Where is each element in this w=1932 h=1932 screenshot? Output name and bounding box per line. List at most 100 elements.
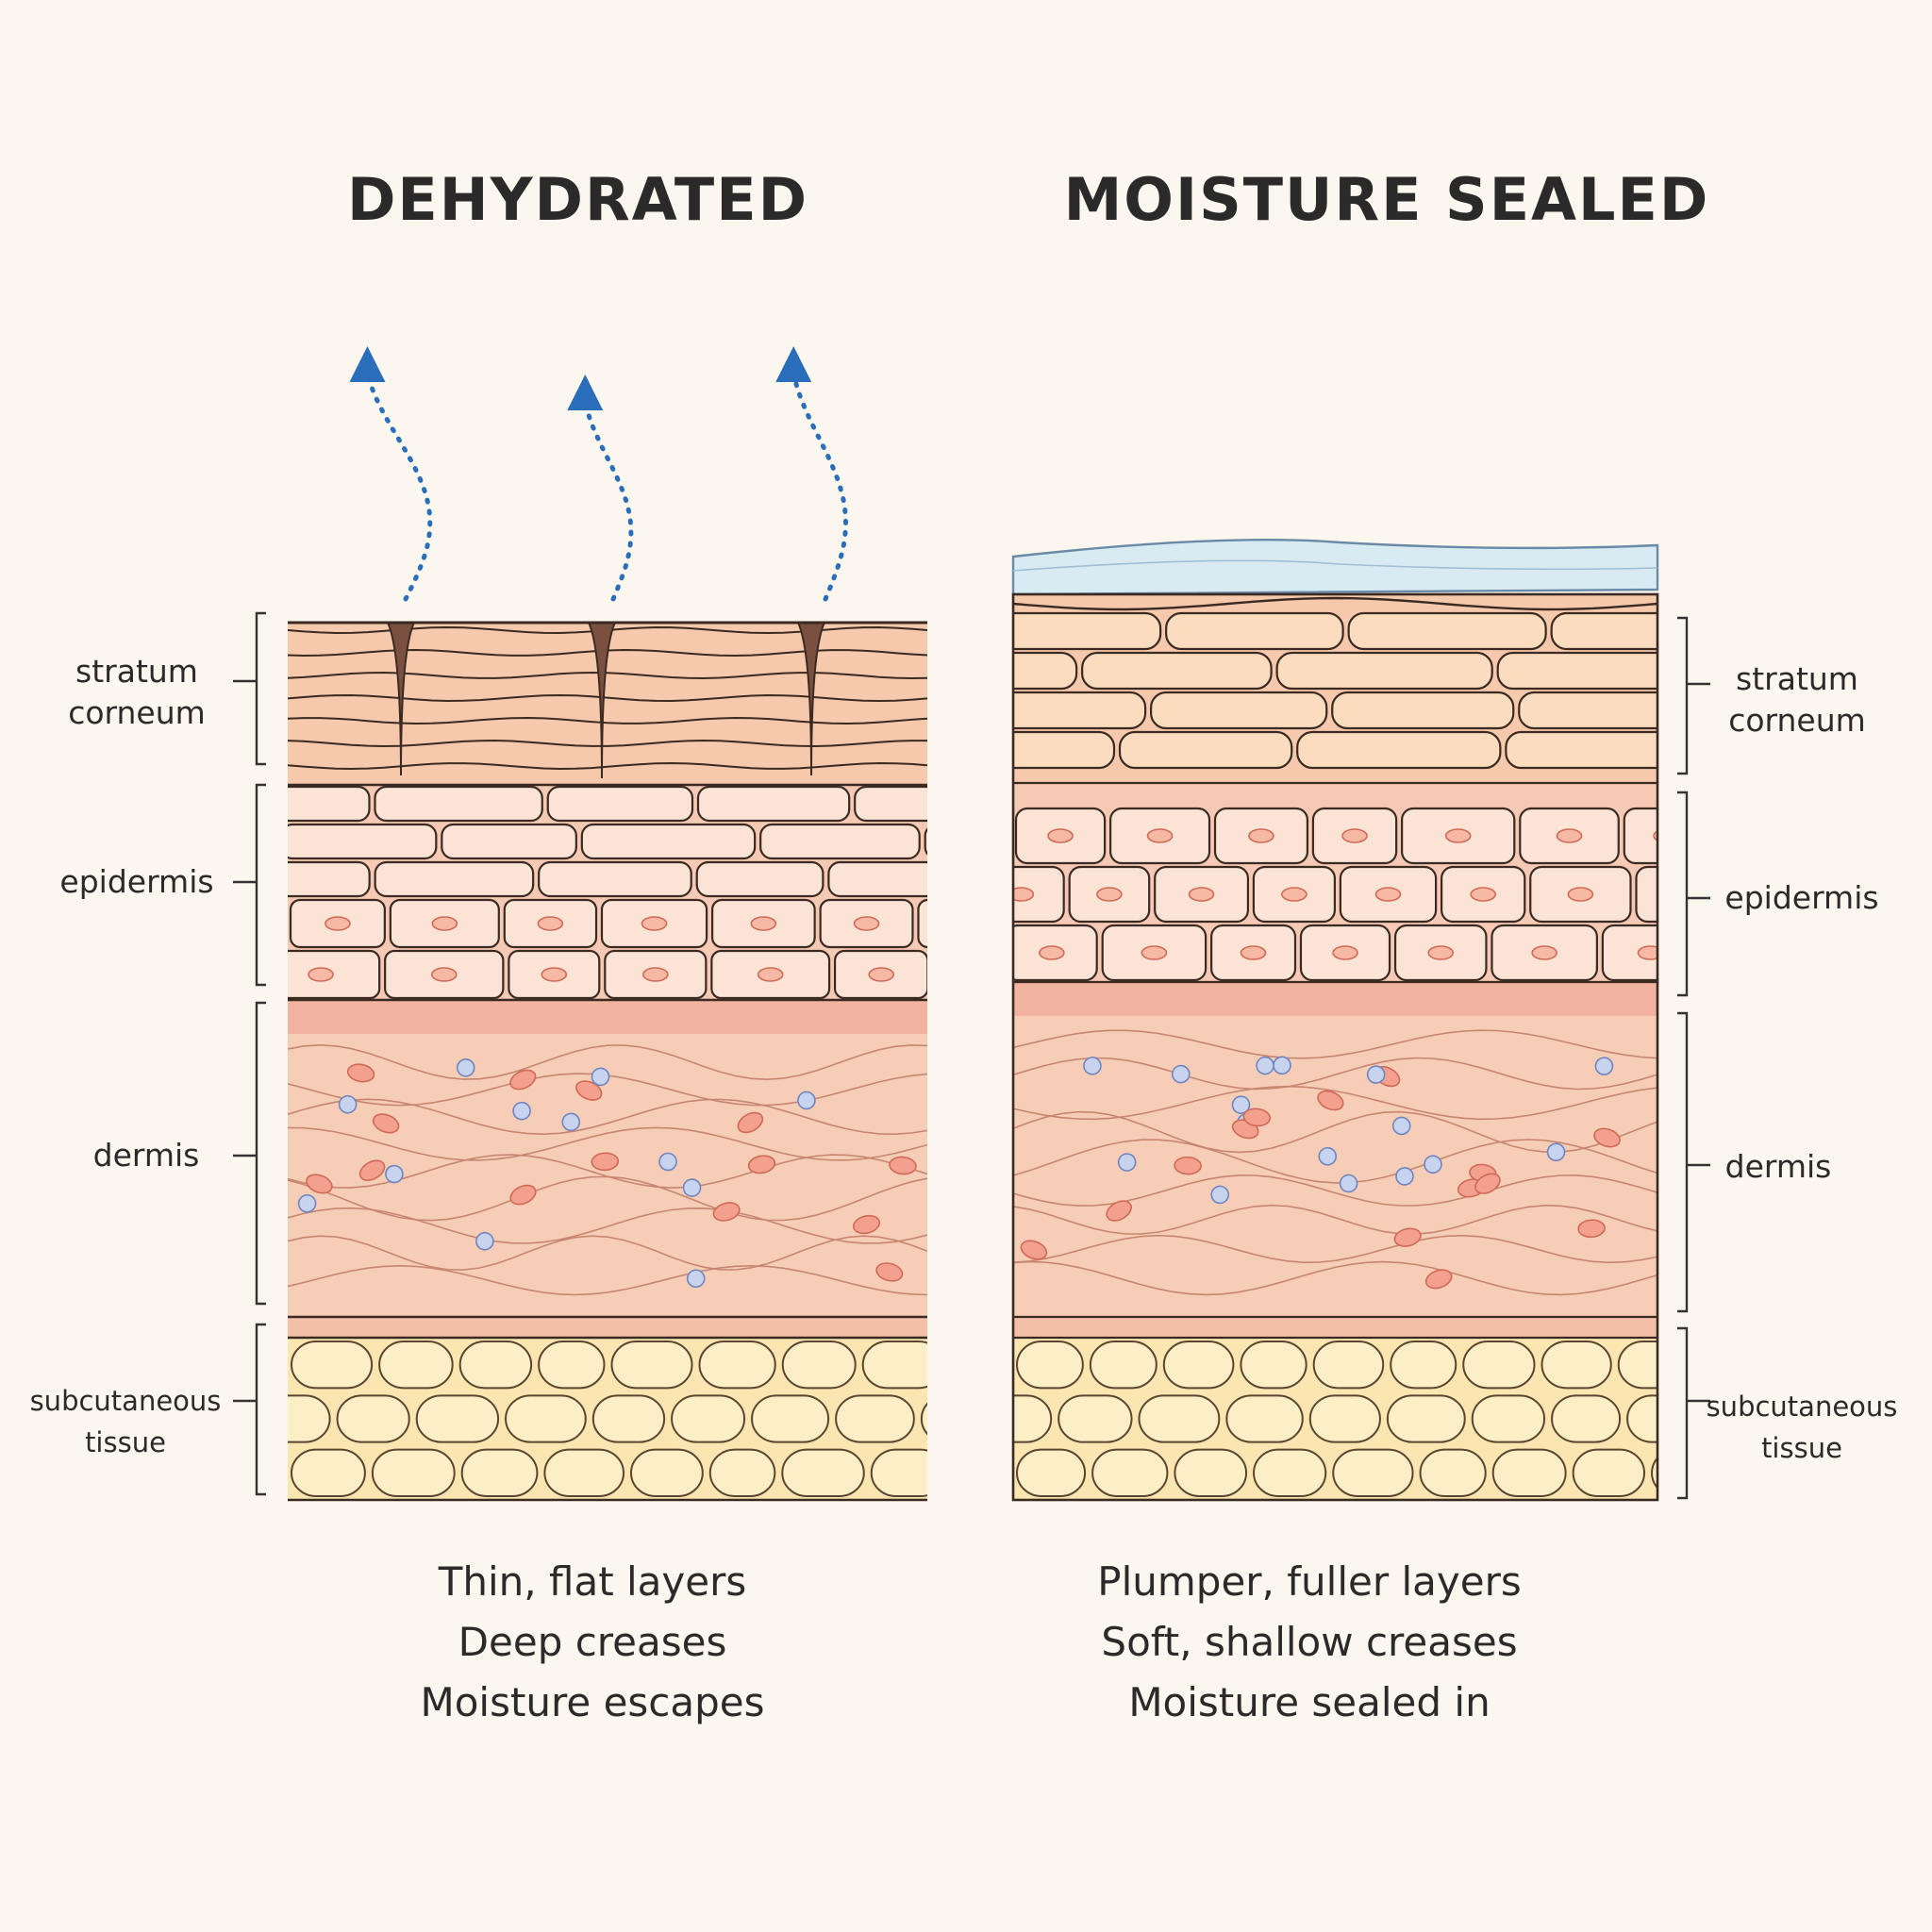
cell [1013, 865, 1065, 924]
right-label-dermis: dermis [1724, 1148, 1832, 1185]
cell [288, 785, 371, 823]
cell [441, 823, 577, 860]
fat-cell [291, 1448, 366, 1497]
cell [759, 823, 921, 860]
fat-cell [371, 1448, 456, 1497]
blood-cell-red [306, 1174, 333, 1194]
cell [1150, 691, 1328, 730]
blood-cell-blue [591, 1067, 610, 1087]
blood-cell-red [1020, 1240, 1048, 1260]
blood-cell-blue [385, 1164, 404, 1184]
right-label-stratum-corneum: stratum corneum [1728, 660, 1866, 739]
flat-layer-line [288, 739, 927, 748]
fat-cell [671, 1394, 746, 1443]
bracket [255, 1001, 266, 1306]
fat-cell [1419, 1448, 1487, 1497]
blood-cell-blue [512, 1101, 531, 1121]
collagen-fiber [288, 1098, 927, 1136]
cell-nucleus [642, 967, 669, 982]
fat-cell [781, 1341, 857, 1390]
deep-crease [587, 622, 617, 779]
fat-cell [1225, 1394, 1304, 1443]
blood-cell-red [1474, 1173, 1501, 1194]
dehydrated-title: DEHYDRATED [346, 165, 809, 234]
collagen-fiber [1013, 1204, 1657, 1236]
collagen-fiber [288, 1175, 927, 1222]
collagen-fiber [1013, 1234, 1657, 1264]
fat-cell [460, 1448, 539, 1497]
bracket [1677, 791, 1689, 997]
cell-rows [1013, 611, 1657, 770]
collagen-fiber [1013, 1057, 1657, 1091]
blood-cell-blue [1594, 1057, 1614, 1075]
flat-layer-line [288, 693, 927, 703]
arrow-head [775, 346, 812, 382]
cell-nucleus [757, 967, 784, 982]
deep-crease [386, 622, 416, 776]
fat-cell [1572, 1448, 1646, 1497]
blood-cell-red [852, 1214, 881, 1235]
blood-cell-blue [1273, 1056, 1291, 1075]
cell [538, 860, 692, 898]
cell-nucleus [325, 916, 351, 931]
fat-cell [591, 1394, 666, 1443]
blood-cell-blue [797, 1091, 816, 1110]
cell [1013, 611, 1162, 651]
cell [917, 898, 927, 949]
dehydrated-caption-line-1: Thin, flat layers [438, 1558, 747, 1605]
moisture-dotted-path [791, 370, 849, 602]
blood-cell-red [1424, 1269, 1453, 1290]
blood-cell-red [712, 1202, 741, 1222]
flat-layer-line [288, 716, 927, 725]
fat-cell [1162, 1341, 1235, 1390]
blood-cell-blue [1117, 1153, 1137, 1172]
arrow-head [567, 375, 604, 410]
fat-cell [538, 1341, 606, 1390]
blood-cell-blue [338, 1094, 358, 1114]
blood-cell-blue [1395, 1167, 1414, 1186]
panel-outline [1011, 592, 1659, 1502]
cell-nucleus [1427, 945, 1455, 960]
fat-cell [415, 1394, 500, 1443]
cell [924, 827, 927, 856]
moisture-dotted-path [582, 398, 634, 602]
collagen-fiber [288, 1126, 927, 1161]
moisture-dotted-path [365, 370, 433, 602]
blood-cell-red [737, 1111, 764, 1134]
blood-cell-red [1593, 1127, 1621, 1148]
cell-nucleus [1341, 828, 1368, 843]
dehydrated-caption-line-3: Moisture escapes [420, 1679, 765, 1725]
fat-cell [781, 1448, 865, 1497]
bracket [1677, 1011, 1689, 1313]
cell-nucleus [1556, 828, 1583, 843]
cell-nucleus [537, 916, 564, 931]
cell-nucleus [1281, 887, 1307, 902]
fat-border-band [1013, 1317, 1657, 1338]
cell [1296, 730, 1502, 770]
cell [1496, 651, 1657, 691]
blood-cell-red [346, 1063, 375, 1083]
blood-cell-blue [1083, 1057, 1102, 1075]
fat-cell [1312, 1341, 1385, 1390]
cell-nucleus [1141, 945, 1168, 960]
cell [1550, 611, 1657, 651]
blood-cell-blue [1339, 1174, 1358, 1193]
flat-layer-line [288, 671, 927, 680]
fat-cell [543, 1448, 625, 1497]
fat-cell [458, 1341, 533, 1390]
fat-cells [288, 1338, 927, 1500]
fat-cell [1089, 1341, 1158, 1390]
blood-cell-red [1393, 1227, 1422, 1247]
cell [695, 860, 824, 898]
cell-nucleus [1332, 945, 1358, 960]
blood-cell-red [575, 1080, 603, 1101]
dehydrated-caption-line-2: Deep creases [458, 1619, 727, 1665]
fat-cell [1626, 1394, 1657, 1443]
fat-cell [288, 1394, 331, 1443]
cell [288, 823, 438, 860]
moisture-escape-arrows [349, 346, 849, 602]
blood-cell-blue [1546, 1142, 1566, 1162]
cell [1118, 730, 1293, 770]
blood-cell-red [889, 1156, 917, 1175]
